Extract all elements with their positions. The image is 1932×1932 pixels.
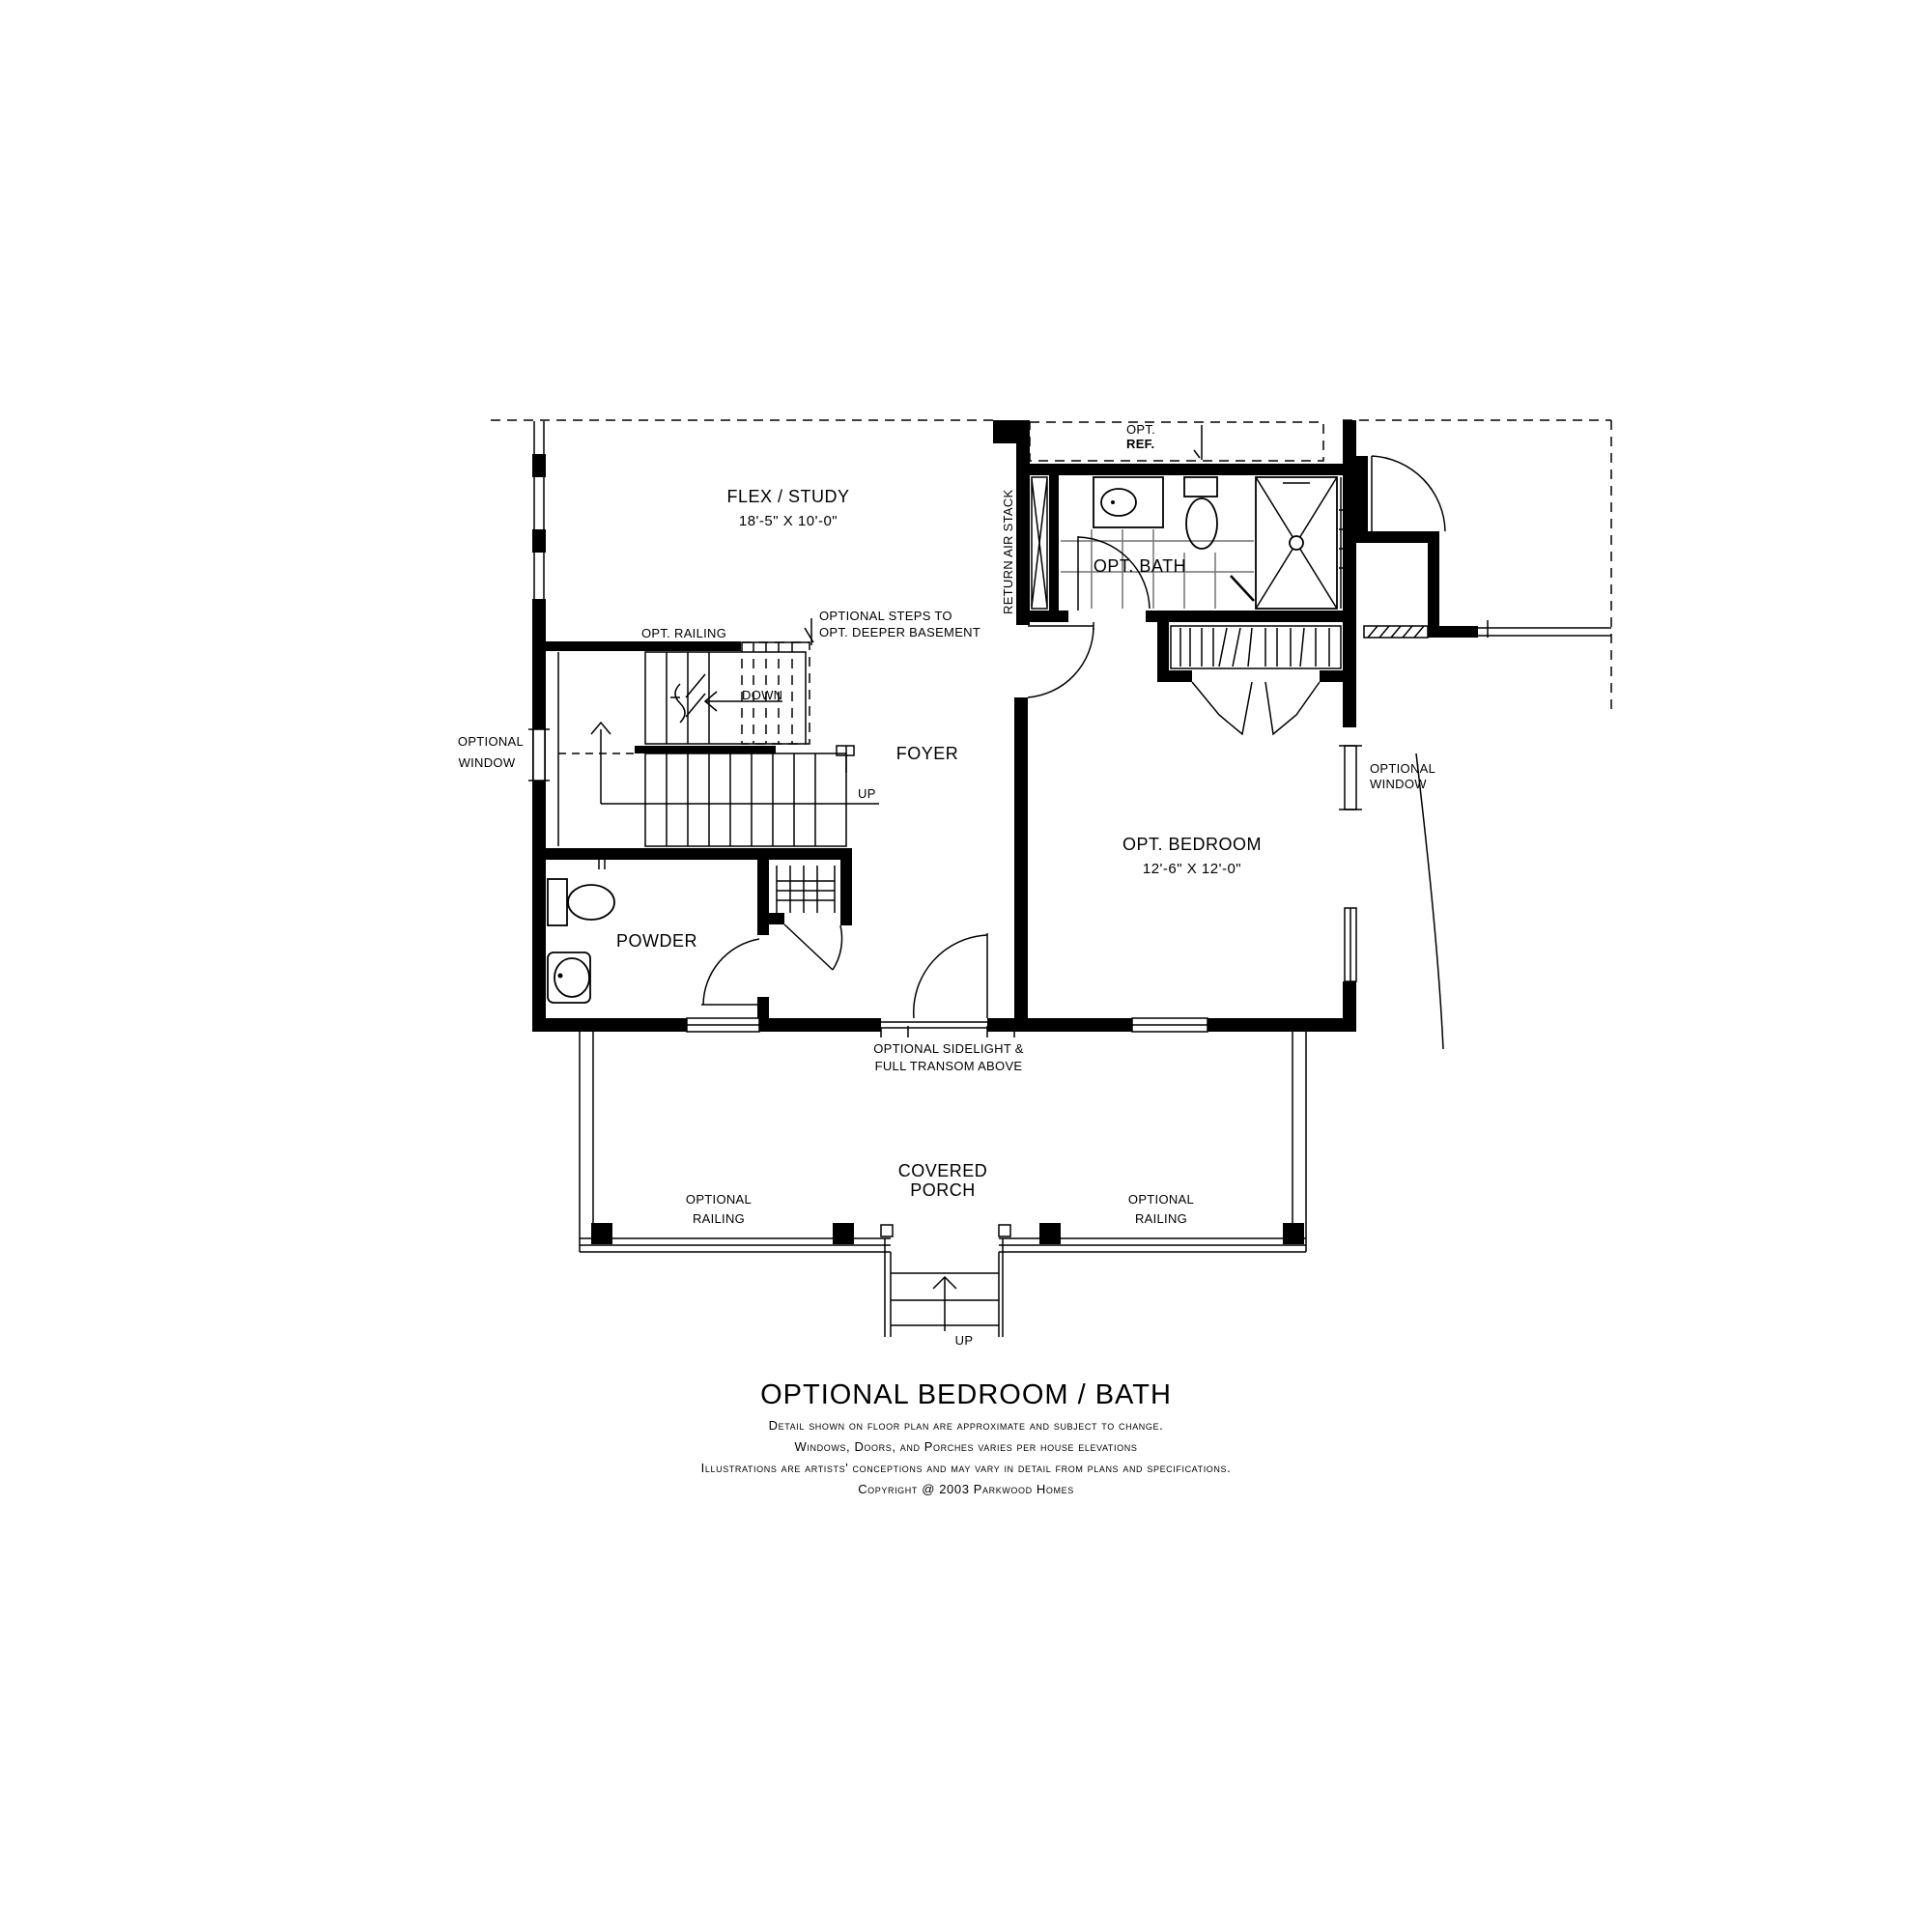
- sidelight-label-1: OPTIONAL SIDELIGHT &: [873, 1041, 1024, 1056]
- room-size-opt-bedroom: 12'-6" X 12'-0": [1143, 861, 1241, 877]
- caption-line-2: Windows, Doors, and Porches varies per h…: [794, 1439, 1138, 1454]
- opt-ref-label-1: OPT.: [1126, 422, 1155, 437]
- porch-up-label: UP: [955, 1333, 974, 1348]
- railing-left-label-2: RAILING: [693, 1211, 745, 1226]
- room-size-flex-study: 18'-5" X 10'-0": [739, 513, 838, 529]
- stair-up-label: UP: [858, 786, 876, 801]
- railing-right-label-1: OPTIONAL: [1128, 1192, 1194, 1207]
- optional-window-right-1: OPTIONAL: [1370, 761, 1435, 776]
- room-label-powder: POWDER: [616, 931, 697, 951]
- plan-title: OPTIONAL BEDROOM / BATH: [760, 1379, 1172, 1410]
- optional-steps-label-1: OPTIONAL STEPS TO: [819, 609, 952, 623]
- optional-window-left-1: OPTIONAL: [458, 734, 524, 749]
- stairs: [557, 627, 879, 847]
- right-window: [1339, 745, 1444, 1050]
- bedroom-closet: [1170, 625, 1342, 736]
- optional-window-right-2: WINDOW: [1370, 777, 1427, 791]
- left-wall-windows: [528, 421, 550, 781]
- opt-railing-label: OPT. RAILING: [641, 626, 726, 640]
- porch-label-1: COVERED: [898, 1161, 988, 1180]
- coat-closet: [776, 866, 843, 971]
- caption-line-3: Illustrations are artists' conceptions a…: [700, 1461, 1232, 1475]
- caption-line-1: Detail shown on floor plan are approxima…: [768, 1418, 1164, 1433]
- room-label-opt-bath: OPT. BATH: [1094, 556, 1186, 576]
- caption-line-copyright: Copyright @ 2003 Parkwood Homes: [858, 1482, 1074, 1496]
- stair-down-label: DOWN: [742, 688, 782, 702]
- room-label-flex-study: FLEX / STUDY: [726, 487, 849, 506]
- room-label-opt-bedroom: OPT. BEDROOM: [1122, 835, 1262, 854]
- railing-left-label-1: OPTIONAL: [686, 1192, 752, 1207]
- return-air-stack-label: RETURN AIR STACK: [1001, 489, 1015, 614]
- optional-window-left-2: WINDOW: [459, 755, 516, 770]
- walls: [532, 420, 1478, 1032]
- bathroom-fixtures: [1029, 421, 1350, 611]
- side-entry: [1363, 455, 1611, 639]
- porch-label-2: PORCH: [910, 1180, 976, 1200]
- front-windows: [686, 1017, 1208, 1033]
- optional-steps-label-2: OPT. DEEPER BASEMENT: [819, 625, 980, 639]
- top-boundary-dashed-line: [491, 419, 1612, 715]
- covered-porch: [579, 1032, 1307, 1337]
- sidelight-label-2: FULL TRANSOM ABOVE: [875, 1059, 1023, 1073]
- bedroom-door: [1027, 622, 1094, 698]
- room-label-foyer: FOYER: [896, 744, 959, 763]
- plan-caption: OPTIONAL BEDROOM / BATH Detail shown on …: [541, 1379, 1391, 1500]
- powder-fixtures: [547, 858, 767, 1006]
- front-door: [880, 933, 1015, 1037]
- railing-right-label-2: RAILING: [1135, 1211, 1187, 1226]
- opt-ref-label-2: REF.: [1126, 437, 1154, 451]
